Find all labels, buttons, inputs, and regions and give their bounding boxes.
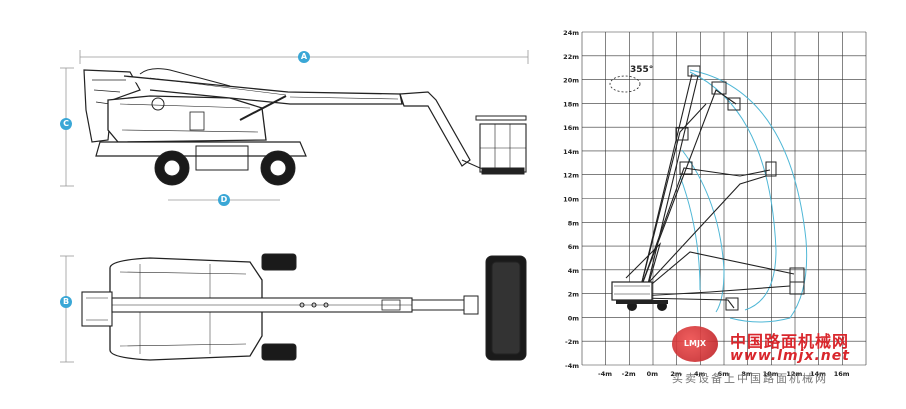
watermark-url: www.lmjx.net: [730, 348, 850, 364]
watermark-brand: 中国路面机械网: [730, 332, 850, 351]
x-tick-label: -4m: [598, 370, 612, 378]
watermark-logo-text: LMJX: [683, 339, 707, 348]
working-range-chart: 24m 22m 20m 18m 16m 14m 12m 10m 8m 6m 4m 2m 0m -2m -4m…: [563, 29, 867, 378]
x-tick-label: 2m: [670, 370, 682, 378]
x-tick-label: 10m: [763, 370, 779, 378]
dimension-a-badge: A: [298, 51, 310, 63]
y-tick-label: 4m: [568, 267, 580, 275]
rotation-ellipse: [609, 75, 641, 93]
x-tick-label: 8m: [741, 370, 753, 378]
x-tick-label: -2m: [622, 370, 636, 378]
x-tick-label: 4m: [694, 370, 706, 378]
y-tick-label: 12m: [563, 172, 579, 180]
y-tick-label: 2m: [568, 291, 580, 299]
y-tick-label: -2m: [565, 338, 579, 346]
boom-positions: [625, 73, 795, 309]
y-tick-label: 14m: [563, 148, 579, 156]
y-tick-label: 8m: [568, 219, 580, 227]
y-tick-label: 24m: [563, 29, 579, 37]
reach-envelope: [679, 69, 808, 323]
y-tick-label: -4m: [565, 362, 579, 370]
top-view: [60, 253, 527, 363]
y-tick-label: 16m: [563, 124, 579, 132]
dimension-d-badge: D: [218, 194, 230, 206]
watermark: LMJX 中国路面机械网 www.lmjx.net 买卖设备上中国路面机械网: [670, 322, 896, 408]
y-tick-label: 0m: [568, 314, 580, 322]
y-tick-label: 20m: [563, 77, 579, 85]
x-tick-label: 16m: [834, 370, 850, 378]
side-view: [60, 50, 529, 201]
platform-positions: [675, 65, 805, 311]
x-tick-label: 14m: [810, 370, 826, 378]
base-machine: [611, 281, 668, 311]
x-tick-label: 0m: [647, 370, 659, 378]
y-tick-label: 22m: [563, 53, 579, 61]
watermark-logo: LMJX: [672, 326, 718, 362]
rotation-label: 355°: [630, 65, 653, 75]
x-tick-label: 12m: [786, 370, 802, 378]
dimension-c-badge: C: [60, 118, 72, 130]
y-tick-label: 18m: [563, 100, 579, 108]
dimension-b-badge: B: [60, 296, 72, 308]
x-tick-label: 6m: [718, 370, 730, 378]
y-tick-label: 6m: [568, 243, 580, 251]
y-tick-label: 10m: [563, 196, 579, 204]
watermark-tagline: 买卖设备上中国路面机械网: [672, 372, 828, 385]
